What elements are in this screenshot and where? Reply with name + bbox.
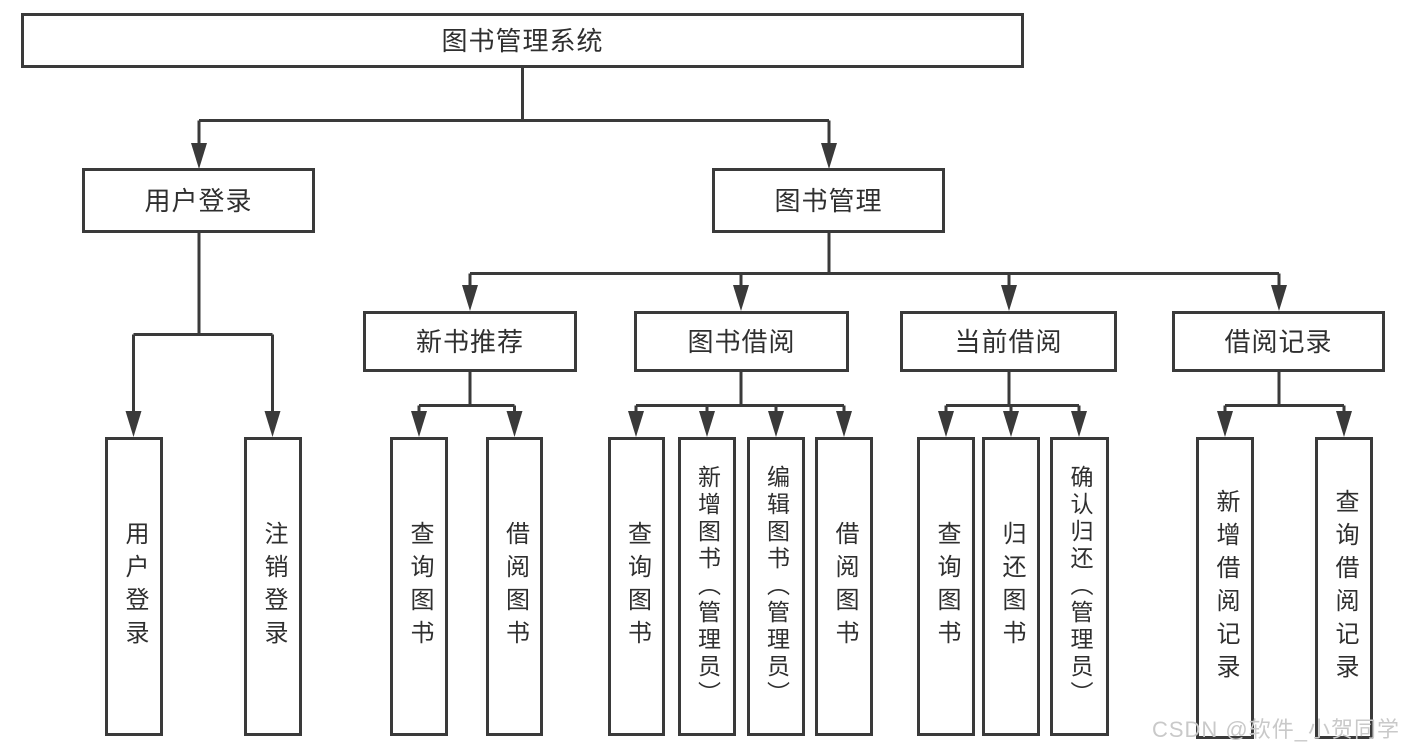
node-book-management: 图书管理 (712, 168, 945, 233)
node-user-login: 用户登录 (82, 168, 315, 233)
node-book-borrowing: 图书借阅 (634, 311, 849, 372)
leaf-query-borrow-record-label: 查询借阅记录 (1331, 489, 1358, 687)
leaf-borrow-book-borrowing-label: 借阅图书 (831, 520, 858, 653)
leaf-return-book: 归还图书 (982, 437, 1040, 736)
leaf-query-book-recommend-label: 查询图书 (406, 520, 433, 653)
node-new-book-recommend: 新书推荐 (363, 311, 577, 372)
leaf-logout-label: 注销登录 (260, 520, 287, 653)
leaf-borrow-book-recommend: 借阅图书 (486, 437, 543, 736)
node-root-label: 图书管理系统 (441, 25, 604, 56)
leaf-confirm-return-admin-label: 确认归还（管理员） (1067, 465, 1093, 708)
node-root: 图书管理系统 (21, 13, 1024, 68)
leaf-add-book-admin: 新增图书（管理员） (678, 437, 736, 736)
leaf-confirm-return-admin: 确认归还（管理员） (1050, 437, 1109, 736)
node-current-borrowing: 当前借阅 (900, 311, 1117, 372)
node-borrowing-records-label: 借阅记录 (1224, 326, 1333, 357)
leaf-query-book-borrowing-label: 查询图书 (623, 520, 651, 653)
leaf-borrow-book-borrowing: 借阅图书 (815, 437, 873, 736)
leaf-query-book-borrowing: 查询图书 (608, 437, 665, 736)
node-book-borrowing-label: 图书借阅 (687, 326, 796, 357)
node-borrowing-records: 借阅记录 (1172, 311, 1385, 372)
leaf-query-book-current: 查询图书 (917, 437, 975, 736)
leaf-add-book-admin-label: 新增图书（管理员） (694, 465, 721, 708)
leaf-add-borrow-record: 新增借阅记录 (1196, 437, 1254, 739)
watermark: CSDN @软件_小贺同学 (1151, 717, 1400, 742)
leaf-logout: 注销登录 (244, 437, 302, 736)
arrowhead-icons (125, 143, 1352, 437)
leaf-return-book-label: 归还图书 (998, 520, 1025, 653)
node-user-login-label: 用户登录 (144, 185, 253, 216)
node-current-borrowing-label: 当前借阅 (954, 326, 1063, 357)
leaf-borrow-book-recommend-label: 借阅图书 (501, 520, 529, 653)
leaf-query-book-recommend: 查询图书 (390, 437, 448, 736)
leaf-user-login: 用户登录 (105, 437, 163, 736)
leaf-add-borrow-record-label: 新增借阅记录 (1212, 489, 1239, 687)
leaf-query-book-current-label: 查询图书 (933, 520, 960, 653)
node-new-book-recommend-label: 新书推荐 (415, 326, 524, 357)
node-book-management-label: 图书管理 (774, 185, 883, 216)
leaf-edit-book-admin-label: 编辑图书（管理员） (763, 465, 790, 708)
leaf-edit-book-admin: 编辑图书（管理员） (747, 437, 805, 736)
leaf-query-borrow-record: 查询借阅记录 (1315, 437, 1373, 739)
leaf-user-login-label: 用户登录 (121, 520, 148, 653)
